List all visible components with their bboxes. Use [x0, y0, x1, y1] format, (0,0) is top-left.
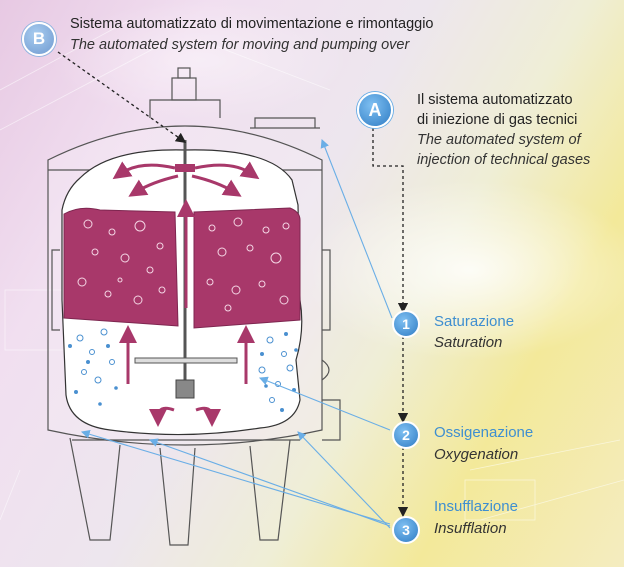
step-2-english: Oxygenation	[434, 446, 519, 463]
title-a-italian-line1: Il sistema automatizzato	[417, 92, 573, 108]
title-b-english: The automated system for moving and pump…	[70, 37, 410, 53]
step-leader-lines	[80, 138, 393, 529]
badge-a: A	[357, 92, 393, 128]
step-1-english: Saturation	[434, 334, 503, 351]
step-1-badge: 1	[392, 310, 420, 338]
wine-bubbles	[77, 217, 290, 312]
step-2-number: 2	[402, 427, 410, 443]
flow-arrows	[112, 161, 260, 427]
b-leader-line	[57, 51, 187, 144]
step-1-number: 1	[402, 316, 410, 332]
a-leader-line	[372, 122, 409, 314]
wine-zone-right	[193, 207, 301, 329]
badge-b-letter: B	[32, 29, 46, 48]
step-3-italian: Insufflazione	[434, 498, 518, 515]
title-a-english-line1: The automated system of	[417, 132, 581, 148]
step-3-english: Insufflation	[434, 520, 507, 537]
background-blueprint	[0, 19, 624, 521]
title-b-italian: Sistema automatizzato di movimentazione …	[70, 16, 434, 32]
title-a-english-line2: injection of technical gases	[417, 152, 591, 168]
background-glow	[300, 180, 624, 360]
wine-zone-left	[63, 207, 179, 327]
step-3-number: 3	[402, 522, 410, 538]
title-a-italian-line2: di iniezione di gas tecnici	[417, 112, 578, 128]
step-2-badge: 2	[392, 421, 420, 449]
step-3-badge: 3	[392, 516, 420, 544]
step-2-italian: Ossigenazione	[434, 424, 534, 441]
background-glow	[50, 0, 350, 120]
step-1-italian: Saturazione	[434, 313, 515, 330]
badge-b: B	[22, 22, 56, 56]
badge-a-letter: A	[368, 99, 382, 120]
